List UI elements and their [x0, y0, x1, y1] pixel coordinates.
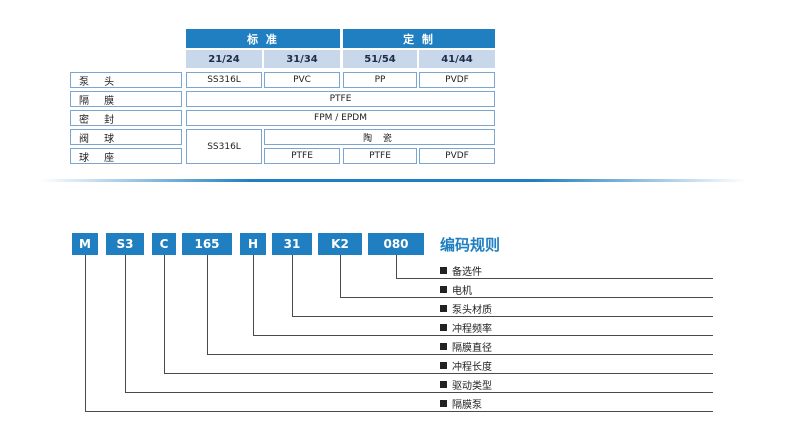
- cell-ball-seat-51-54: PTFE: [343, 148, 417, 164]
- leader-horizontal-31: [292, 316, 713, 317]
- row-label-seal: 密 封: [70, 110, 182, 126]
- legend-drive-type: 驱动类型: [440, 377, 492, 392]
- legend-stroke-length: 冲程长度: [440, 358, 492, 373]
- group-header-standard: 标 准: [186, 29, 340, 48]
- code-segment-c: C: [152, 233, 176, 255]
- bullet-square-icon: [440, 380, 447, 388]
- legend-pump-head-material: 泵头材质: [440, 301, 492, 316]
- bullet-square-icon: [440, 323, 447, 331]
- bullet-square-icon: [440, 266, 447, 274]
- code-segment-s3: S3: [106, 233, 144, 255]
- leader-horizontal-m: [85, 411, 713, 412]
- legend-label: 隔膜泵: [452, 399, 482, 411]
- code-segment-h: H: [240, 233, 266, 255]
- row-label-pump-head: 泵 头: [70, 72, 182, 88]
- legend-label: 泵头材质: [452, 304, 492, 316]
- cell-pump-head-31-34: PVC: [264, 72, 340, 88]
- cell-pump-head-51-54: PP: [343, 72, 417, 88]
- cell-valve-ball-ceramic: 陶 瓷: [264, 129, 495, 145]
- code-segment-m: M: [72, 233, 98, 255]
- legend-diaphragm-diameter: 隔膜直径: [440, 339, 492, 354]
- row-label-ball-seat: 球 座: [70, 148, 182, 164]
- legend-diaphragm-pump: 隔膜泵: [440, 396, 482, 411]
- cell-ball-seat-merged: SS316L: [186, 129, 262, 164]
- leader-horizontal-c: [164, 373, 713, 374]
- cell-pump-head-21-24: SS316L: [186, 72, 262, 88]
- leader-vertical-31: [292, 255, 293, 316]
- legend-label: 备选件: [452, 266, 482, 278]
- legend-label: 冲程频率: [452, 323, 492, 335]
- model-header-41-44: 41/44: [419, 50, 495, 68]
- leader-vertical-s3: [125, 255, 126, 392]
- code-segment-k2: K2: [318, 233, 362, 255]
- bullet-square-icon: [440, 304, 447, 312]
- leader-horizontal-k2: [340, 297, 713, 298]
- legend-optional-parts: 备选件: [440, 263, 482, 278]
- bullet-square-icon: [440, 361, 447, 369]
- cell-diaphragm: PTFE: [186, 91, 495, 107]
- leader-vertical-165: [207, 255, 208, 354]
- bullet-square-icon: [440, 342, 447, 350]
- legend-label: 驱动类型: [452, 380, 492, 392]
- row-label-valve-ball: 阀 球: [70, 129, 182, 145]
- bullet-square-icon: [440, 285, 447, 293]
- model-header-21-24: 21/24: [186, 50, 262, 68]
- leader-vertical-c: [164, 255, 165, 373]
- leader-vertical-m: [85, 255, 86, 411]
- code-segment-165: 165: [182, 233, 232, 255]
- leader-vertical-k2: [340, 255, 341, 297]
- leader-horizontal-165: [207, 354, 713, 355]
- leader-horizontal-s3: [125, 392, 713, 393]
- cell-ball-seat-41-44: PVDF: [419, 148, 495, 164]
- legend-motor: 电机: [440, 282, 472, 297]
- group-header-custom: 定 制: [343, 29, 495, 48]
- leader-vertical-080: [396, 255, 397, 278]
- leader-horizontal-080: [396, 278, 713, 279]
- code-segment-080: 080: [368, 233, 424, 255]
- model-header-51-54: 51/54: [343, 50, 417, 68]
- section-divider: [40, 179, 746, 182]
- cell-pump-head-41-44: PVDF: [419, 72, 495, 88]
- cell-ball-seat-31-34: PTFE: [264, 148, 340, 164]
- cell-seal: FPM / EPDM: [186, 110, 495, 126]
- code-rule-title: 编码规则: [440, 236, 501, 254]
- leader-vertical-h: [253, 255, 254, 335]
- row-label-diaphragm: 隔 膜: [70, 91, 182, 107]
- legend-label: 隔膜直径: [452, 342, 492, 354]
- leader-horizontal-h: [253, 335, 713, 336]
- model-header-31-34: 31/34: [264, 50, 340, 68]
- legend-stroke-frequency: 冲程频率: [440, 320, 492, 335]
- legend-label: 冲程长度: [452, 361, 492, 373]
- code-segment-31: 31: [272, 233, 312, 255]
- bullet-square-icon: [440, 399, 447, 407]
- legend-label: 电机: [452, 285, 472, 297]
